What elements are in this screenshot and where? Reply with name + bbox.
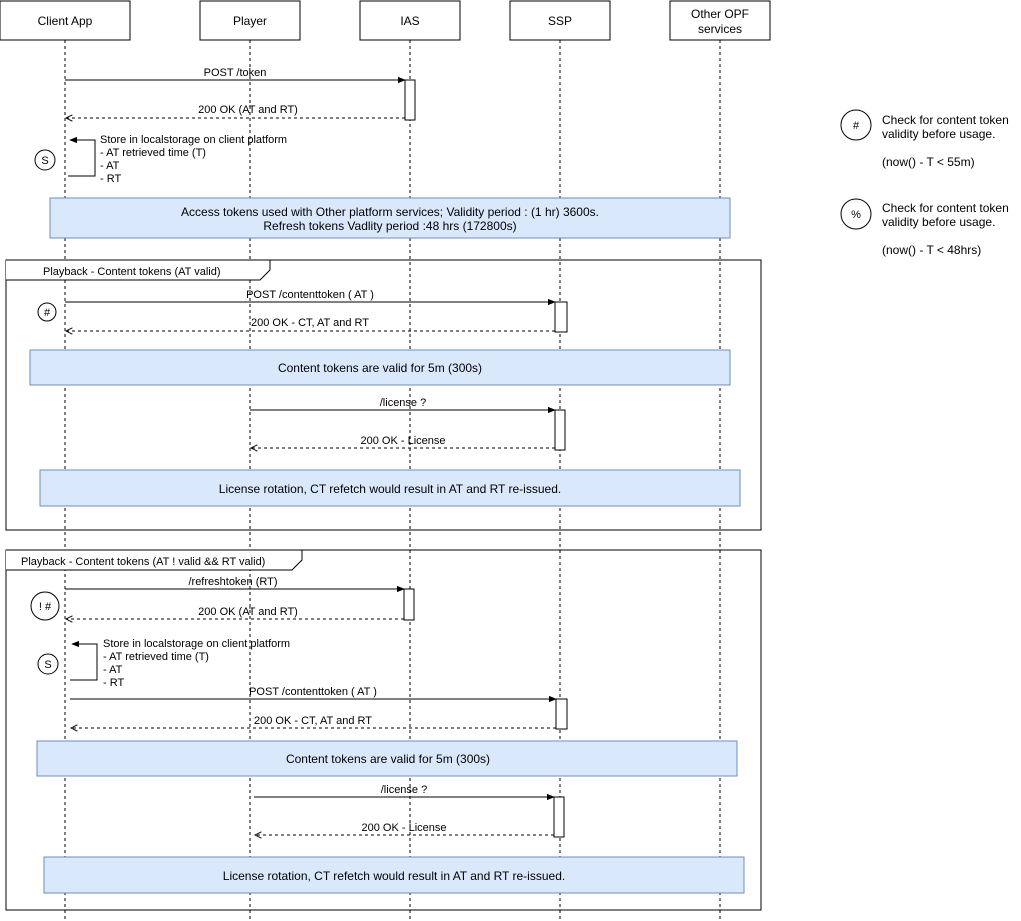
actor-ias[interactable]: IAS — [359, 0, 461, 41]
legend-hash-line-1: Check for content token — [882, 113, 1009, 127]
legend-percent-line-1: Check for content token — [882, 201, 1009, 215]
legend-hash: # Check for content token validity befor… — [840, 109, 1009, 169]
label-license-ok-1: 200 OK - License — [361, 435, 446, 447]
store-line-2: - AT retrieved time (T) — [100, 147, 206, 159]
arrow-store-self-2 — [70, 640, 98, 681]
label-post-token: POST /token — [204, 67, 267, 79]
legend-percent-marker: % — [851, 209, 861, 221]
activation-ias-2 — [403, 588, 415, 621]
activation-ssp-2 — [554, 409, 566, 451]
note-rotation-1 — [39, 469, 741, 507]
store2-line-2: - AT retrieved time (T) — [103, 651, 209, 663]
store-line-4: - RT — [100, 173, 121, 185]
actor-player[interactable]: Player — [199, 0, 301, 41]
frame-1-title-tab — [6, 259, 271, 281]
note-rotation-2 — [43, 856, 745, 894]
actor-player-label: Player — [233, 14, 267, 28]
legend-percent-line-2: validity before usage. — [882, 215, 995, 229]
label-post-contenttoken-2: POST /contenttoken ( AT ) — [249, 686, 377, 698]
note-content-valid-2 — [36, 740, 738, 777]
label-license-2: /license ? — [381, 784, 427, 796]
note-rotation-1-text: License rotation, CT refetch would resul… — [219, 482, 561, 496]
store-line-3: - AT — [100, 160, 120, 172]
marker-s-frame2-label: S — [44, 659, 51, 671]
note-access-tokens — [49, 197, 731, 239]
frame-1-title: Playback - Content tokens (AT valid) — [43, 266, 221, 278]
actor-ssp-label: SSP — [548, 14, 572, 28]
actor-client-app-label: Client App — [38, 14, 93, 28]
note-rotation-2-text: License rotation, CT refetch would resul… — [223, 869, 565, 883]
actor-other-opf-label-1: Other OPF — [691, 7, 749, 21]
activation-ias-1 — [404, 79, 416, 121]
actor-ssp[interactable]: SSP — [509, 0, 611, 41]
store2-line-1: Store in localstorage on client platform — [103, 638, 290, 650]
label-license-ok-2: 200 OK - License — [362, 822, 447, 834]
store-line-1: Store in localstorage on client platform — [100, 134, 287, 146]
activation-ssp-3 — [555, 698, 568, 730]
frame-2-title: Playback - Content tokens (AT ! valid &&… — [21, 556, 265, 568]
marker-s-frame2 — [37, 653, 59, 675]
actor-other-opf-label-2: services — [698, 22, 742, 36]
store2-line-4: - RT — [103, 677, 124, 689]
label-refreshtoken: /refreshtoken (RT) — [188, 576, 277, 588]
note-content-valid-1 — [29, 349, 731, 386]
label-ok-content-1: 200 OK - CT, AT and RT — [251, 317, 369, 329]
store2-line-3: - AT — [103, 664, 123, 676]
frame-playback-rt-valid — [5, 549, 762, 911]
note-content-valid-1-text: Content tokens are valid for 5m (300s) — [278, 361, 482, 375]
legend-hash-line-2: validity before usage. — [882, 127, 995, 141]
label-license-1: /license ? — [380, 397, 426, 409]
activation-ssp-4 — [553, 796, 565, 838]
marker-not-hash — [30, 591, 60, 621]
arrow-store-self — [68, 136, 96, 177]
legend-percent-line-3: (now() - T < 48hrs) — [882, 243, 981, 257]
legend-percent: % Check for content token validity befor… — [840, 198, 1009, 257]
actor-client-app[interactable]: Client App — [0, 0, 131, 41]
actor-other-opf[interactable]: Other OPF services — [669, 0, 771, 41]
label-ok-refresh: 200 OK (AT and RT) — [198, 606, 298, 618]
marker-hash-1-label: # — [44, 307, 51, 319]
legend-hash-line-3: (now() - T < 55m) — [882, 155, 975, 169]
note-access-tokens-line-1: Access tokens used with Other platform s… — [181, 205, 599, 219]
activation-ssp-1 — [554, 301, 568, 333]
label-post-contenttoken-1: POST /contenttoken ( AT ) — [246, 289, 374, 301]
marker-s-top-label: S — [41, 155, 48, 167]
note-access-tokens-line-2: Refresh tokens Vadlity period :48 hrs (1… — [263, 219, 516, 233]
frame-playback-at-valid — [5, 259, 762, 531]
frame-2-title-tab — [6, 549, 303, 571]
actor-ias-label: IAS — [400, 14, 419, 28]
legend-hash-marker: # — [853, 120, 860, 132]
marker-s-top — [34, 149, 56, 171]
marker-not-hash-label: ! # — [39, 601, 52, 613]
label-ok-token: 200 OK (AT and RT) — [198, 104, 298, 116]
label-ok-content-2: 200 OK - CT, AT and RT — [254, 715, 372, 727]
marker-hash-1 — [37, 302, 57, 322]
note-content-valid-2-text: Content tokens are valid for 5m (300s) — [286, 752, 490, 766]
